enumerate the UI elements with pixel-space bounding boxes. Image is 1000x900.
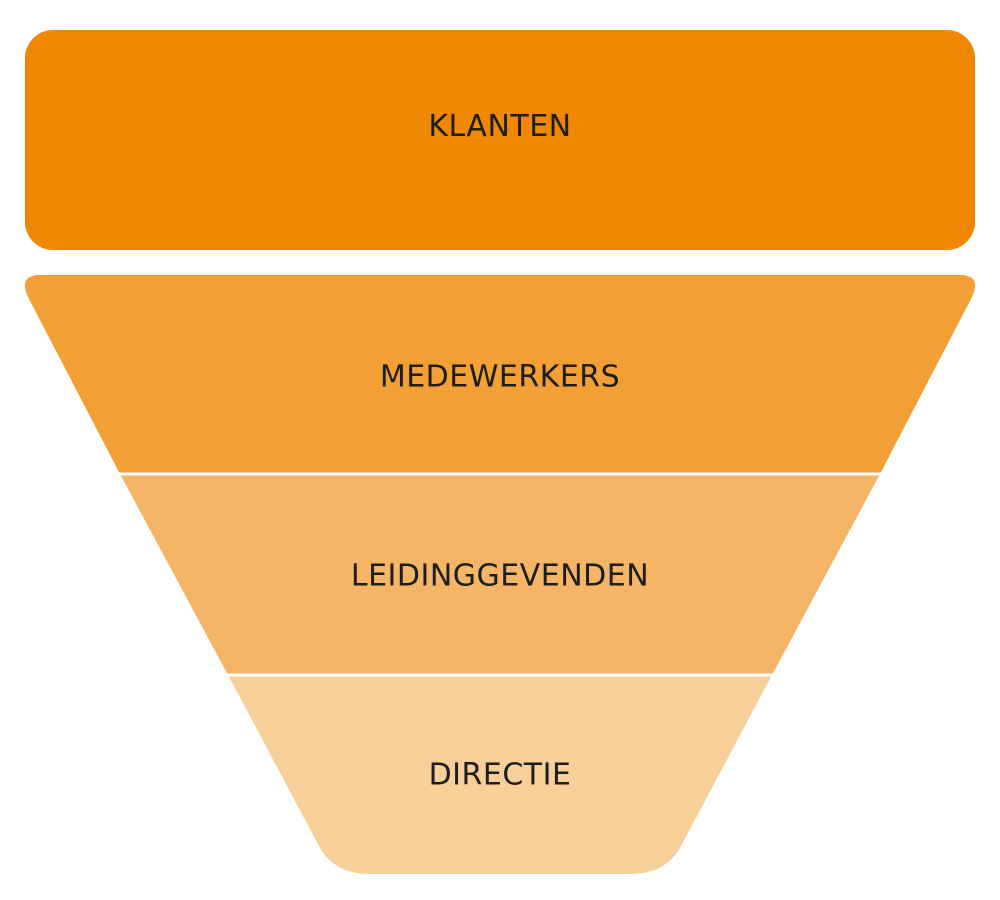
medewerkers-label: MEDEWERKERS — [380, 360, 620, 395]
funnel-level-medewerkers: MEDEWERKERS — [24, 275, 976, 474]
directie-label: DIRECTIE — [429, 758, 572, 793]
klanten-label: KLANTEN — [428, 108, 572, 144]
klanten-box: KLANTEN — [25, 30, 975, 250]
directie-segment — [228, 675, 772, 874]
medewerkers-segment — [24, 275, 976, 474]
funnel-level-leidinggevenden: LEIDINGGEVENDEN — [120, 474, 880, 675]
funnel-level-directie: DIRECTIE — [228, 675, 772, 874]
leidinggevenden-label: LEIDINGGEVENDEN — [351, 559, 649, 594]
leidinggevenden-segment — [120, 474, 880, 675]
